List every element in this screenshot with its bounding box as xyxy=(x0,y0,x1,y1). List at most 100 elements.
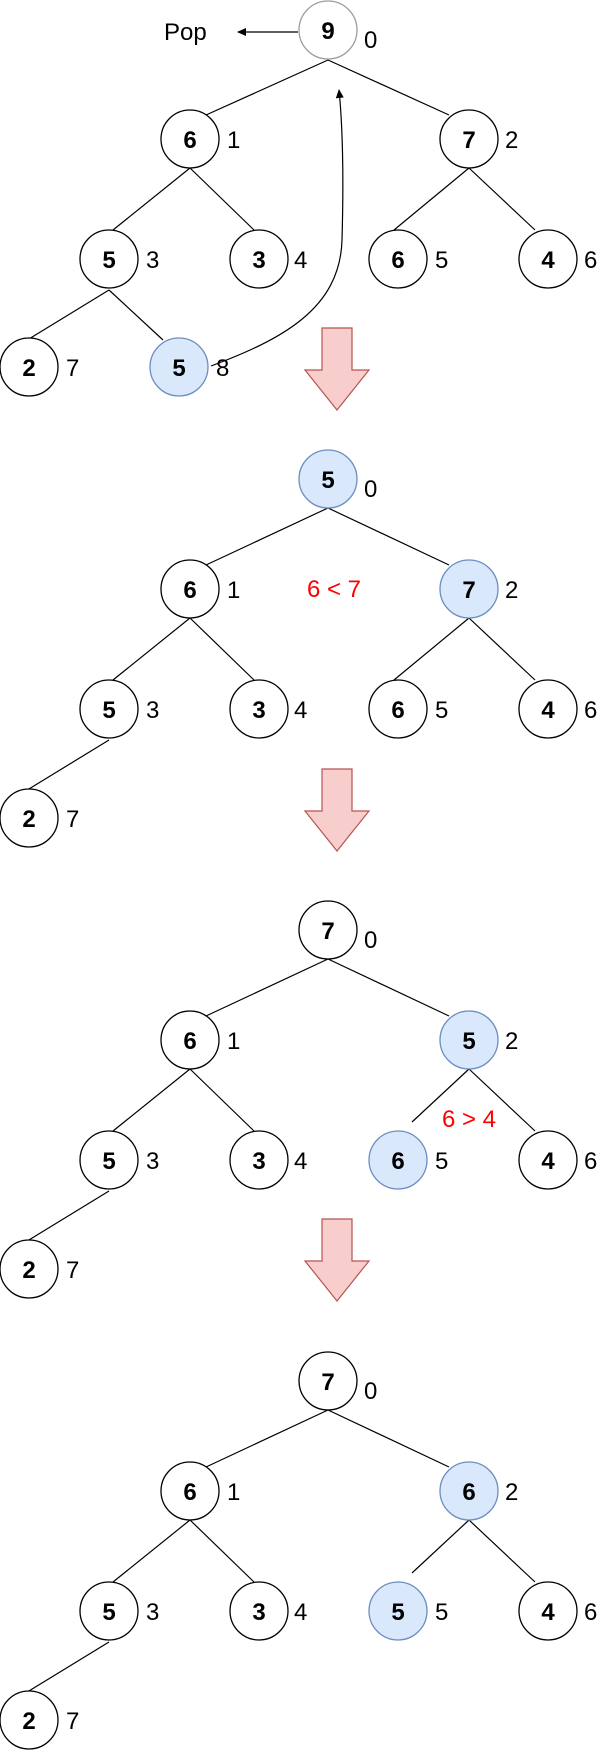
step-arrow xyxy=(303,327,371,411)
heap-node: 5 3 xyxy=(79,679,159,739)
step-arrow xyxy=(303,1218,371,1302)
heap-node: 6 1 xyxy=(160,1010,240,1070)
heap-node: 7 2 xyxy=(439,109,518,169)
node-index: 5 xyxy=(435,1599,448,1626)
node-index: 7 xyxy=(66,1257,79,1284)
heap-node: 4 6 xyxy=(518,1130,597,1190)
heap-node: 2 7 xyxy=(0,1239,79,1299)
heap-node: 9 0 xyxy=(298,0,377,60)
node-index: 0 xyxy=(364,1378,377,1405)
tree-edge xyxy=(327,958,450,1017)
node-index: 7 xyxy=(66,806,79,833)
node-value: 6 xyxy=(183,1479,196,1506)
heap-node: 5 3 xyxy=(79,1130,159,1190)
tree-edge xyxy=(327,1409,450,1468)
node-index: 5 xyxy=(435,697,448,724)
tree-edge xyxy=(205,1409,329,1468)
node-index: 5 xyxy=(435,247,448,274)
node-value: 6 xyxy=(391,697,404,724)
node-value: 7 xyxy=(462,577,475,604)
heap-node-highlighted: 5 2 xyxy=(439,1010,518,1070)
node-index: 1 xyxy=(227,577,240,604)
heap-node: 2 7 xyxy=(0,788,79,848)
node-index: 1 xyxy=(227,127,240,154)
tree-edge xyxy=(468,1068,536,1132)
tree-edge xyxy=(468,1519,536,1583)
node-index: 4 xyxy=(294,1599,307,1626)
heap-node-highlighted: 6 5 xyxy=(368,1130,448,1190)
heap-node: 7 0 xyxy=(298,1351,377,1411)
node-index: 6 xyxy=(584,1148,597,1175)
heap-node: 6 1 xyxy=(160,559,240,619)
node-index: 2 xyxy=(505,1479,518,1506)
step-arrow xyxy=(303,768,371,852)
node-value: 2 xyxy=(22,806,35,833)
heap-node-highlighted: 5 0 xyxy=(298,449,377,509)
node-index: 4 xyxy=(294,697,307,724)
tree-edge xyxy=(23,1190,110,1244)
heap-node: 7 0 xyxy=(298,900,377,960)
node-value: 2 xyxy=(22,355,35,382)
heap-node: 4 6 xyxy=(518,1581,597,1641)
node-value: 4 xyxy=(541,1599,555,1626)
heap-node: 3 4 xyxy=(229,1581,307,1641)
tree-edge xyxy=(327,507,450,566)
comparison-label: 6 > 4 xyxy=(442,1106,496,1133)
node-index: 2 xyxy=(505,577,518,604)
heap-node: 4 6 xyxy=(518,229,597,289)
heap-node: 6 5 xyxy=(368,679,448,739)
node-index: 1 xyxy=(227,1479,240,1506)
node-index: 0 xyxy=(364,27,377,54)
tree-edge xyxy=(205,59,329,116)
node-index: 6 xyxy=(584,1599,597,1626)
node-index: 5 xyxy=(435,1148,448,1175)
tree-edge xyxy=(23,1641,110,1695)
heap-node: 6 5 xyxy=(368,229,448,289)
heap-node: 5 3 xyxy=(79,229,159,289)
node-value: 3 xyxy=(252,1148,265,1175)
node-value: 5 xyxy=(102,1599,115,1626)
node-index: 0 xyxy=(364,927,377,954)
node-value: 9 xyxy=(321,18,334,45)
tree-edge xyxy=(411,1519,470,1574)
heap-node-highlighted: 6 2 xyxy=(439,1461,518,1521)
heap-node: 3 4 xyxy=(229,679,307,739)
step-4: 7 0 6 1 6 2 5 3 3 4 5 5 4 xyxy=(0,1351,597,1750)
node-value: 6 xyxy=(462,1479,475,1506)
node-value: 2 xyxy=(22,1257,35,1284)
node-value: 3 xyxy=(252,697,265,724)
node-index: 7 xyxy=(66,1708,79,1735)
heap-node-highlighted: 5 8 xyxy=(149,337,229,397)
tree-edge xyxy=(327,59,450,116)
node-index: 3 xyxy=(146,1599,159,1626)
tree-edge xyxy=(112,617,191,681)
tree-edge xyxy=(112,167,191,231)
node-value: 6 xyxy=(183,1028,196,1055)
node-index: 7 xyxy=(66,355,79,382)
node-value: 3 xyxy=(252,247,265,274)
node-value: 2 xyxy=(22,1708,35,1735)
heap-node: 2 7 xyxy=(0,337,79,397)
heap-node-highlighted: 5 5 xyxy=(368,1581,448,1641)
node-value: 7 xyxy=(321,918,334,945)
tree-edge xyxy=(112,1068,191,1132)
tree-edge xyxy=(189,617,255,681)
tree-edge xyxy=(393,167,470,231)
node-value: 4 xyxy=(541,1148,555,1175)
node-value: 5 xyxy=(102,697,115,724)
node-index: 3 xyxy=(146,697,159,724)
node-value: 3 xyxy=(252,1599,265,1626)
heap-node: 5 3 xyxy=(79,1581,159,1641)
comparison-label: 6 < 7 xyxy=(307,576,361,603)
tree-edge xyxy=(411,1068,470,1123)
node-value: 5 xyxy=(462,1028,475,1055)
heap-node: 6 1 xyxy=(160,1461,240,1521)
move-to-root-arrow xyxy=(210,89,344,367)
tree-edge xyxy=(23,289,110,343)
node-index: 4 xyxy=(294,247,307,274)
node-index: 1 xyxy=(227,1028,240,1055)
node-index: 3 xyxy=(146,247,159,274)
node-value: 6 xyxy=(183,577,196,604)
node-index: 8 xyxy=(216,355,229,382)
node-index: 6 xyxy=(584,697,597,724)
